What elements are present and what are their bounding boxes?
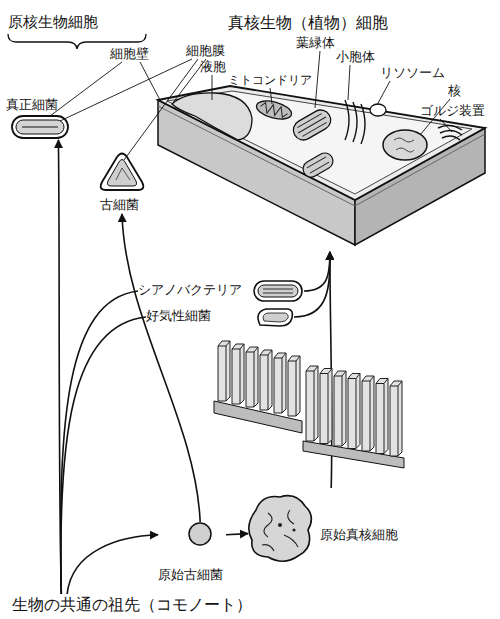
folded-membrane-illustration (320, 369, 332, 444)
aerobic-bacteria-node: 好気性細菌 (146, 306, 294, 328)
plant-cell-illustration (255, 98, 294, 123)
node-label: シアノバクテリア (138, 283, 242, 298)
folded-membrane-illustration (306, 366, 318, 441)
plant-cell-illustration (370, 104, 386, 116)
folded-membrane-illustration (214, 341, 404, 468)
folded-membrane-illustration (348, 374, 360, 449)
part-name: 細胞壁 (110, 47, 149, 62)
folded-membrane-illustration (218, 341, 230, 401)
cyanobacteria-illustration (254, 281, 302, 301)
plant-cell-illustration (255, 98, 294, 123)
lineage-arrow (122, 214, 200, 522)
eubacteria-illustration (12, 116, 68, 138)
folded-membrane-illustration (260, 350, 272, 410)
part-name: 小胞体 (336, 50, 375, 65)
leader-lines (124, 59, 198, 160)
primitive-eukaryote-illustration (249, 496, 312, 562)
eubacteria-illustration (22, 126, 58, 128)
plant-cell-illustration (290, 106, 335, 143)
part-name: ミトコンドリア (228, 74, 312, 88)
lineage-arrow (330, 252, 332, 488)
cyanobacteria-illustration (254, 281, 302, 301)
folded-membrane-illustration (246, 347, 258, 407)
folded-membrane-illustration (288, 356, 300, 416)
lineage-arrow (67, 535, 158, 594)
leader-lines (140, 62, 160, 100)
node-label: 生物の共通の祖先（コモノート） (12, 596, 252, 614)
plant-cell-illustration (300, 150, 336, 180)
leader-lines (212, 75, 213, 100)
node-label: 真核生物（植物）細胞 (228, 14, 388, 32)
archaea-illustration (101, 154, 144, 191)
part-name: ゴルジ装置 (420, 104, 485, 119)
folded-membrane-illustration (376, 379, 388, 454)
cyanobacteria-illustration (263, 289, 293, 293)
leader-lines (50, 51, 452, 160)
folded-membrane-illustration (232, 344, 244, 404)
lineage-arrow (61, 291, 138, 594)
node-label: 好気性細菌 (146, 309, 211, 324)
plant-cell-illustration (158, 86, 485, 245)
plant-cell-illustration (307, 157, 329, 173)
lineage-arrow (226, 534, 248, 535)
primitive-eukaryote-illustration (278, 523, 282, 527)
aerobic-bacterium-illustration (258, 309, 293, 326)
leader-lines (348, 65, 350, 100)
aerobic-bacterium-illustration (263, 313, 288, 322)
eubacteria-illustration (16, 120, 64, 134)
lineage-arrow (294, 252, 330, 317)
leader-lines (270, 88, 272, 104)
leader-lines (60, 59, 192, 121)
folded-membrane-illustration (362, 376, 374, 451)
primitive-archaea-node: 原始古細菌 (158, 522, 226, 586)
lineage-arrow (304, 252, 330, 291)
plant-cell-illustration (158, 86, 485, 200)
plant-cell-illustration (290, 106, 335, 143)
part-name: 葉緑体 (296, 36, 335, 51)
node-label: 真正細菌 (6, 98, 58, 113)
primitive-eukaryote-illustration (292, 528, 295, 531)
leader-lines (315, 51, 320, 108)
part-name: 液胞 (200, 60, 226, 75)
archaea-illustration (101, 154, 144, 191)
leader-lines (377, 81, 390, 105)
cyanobacteria-node: シアノバクテリア (138, 280, 304, 302)
part-name: 細胞膜 (186, 44, 225, 59)
plant-cell-illustration (345, 100, 365, 144)
archaea-illustration (107, 160, 136, 187)
node-label: 原始真核細胞 (320, 528, 398, 543)
leader-lines (50, 62, 122, 116)
lineage-arrow (61, 317, 146, 594)
plant-cell-illustration (438, 125, 462, 140)
leader-lines (440, 119, 452, 132)
eubacteria-illustration (12, 116, 68, 138)
plant-cell-illustration (296, 113, 329, 138)
plant-cell-illustration (300, 150, 336, 180)
plant-cell-illustration (394, 138, 414, 152)
primitive-eukaryote-node: 原始真核細胞 (248, 488, 408, 564)
folded-membrane-illustration (390, 381, 402, 456)
plant-cell-illustration (259, 102, 289, 119)
eubacteria-node: 真正細菌 (4, 98, 72, 140)
common-ancestor-node: 生物の共通の祖先（コモノート） (12, 594, 302, 616)
group-heading: 原核生物細胞 (8, 14, 98, 31)
part-name: 核 (448, 84, 461, 99)
cyanobacteria-illustration (258, 285, 298, 297)
primitive-eukaryote-illustration (262, 510, 298, 551)
archaea-illustration (116, 168, 130, 180)
node-label: 古細菌 (100, 198, 139, 213)
archaea-node: 古細菌 (96, 150, 148, 214)
node-label: 原始古細菌 (158, 568, 223, 583)
folded-membrane-illustration (274, 353, 286, 413)
aerobic-bacterium-illustration (258, 309, 293, 326)
part-name: リソソーム (380, 66, 445, 81)
primitive-archaea-cell (189, 523, 211, 545)
primitive-eukaryote-illustration (249, 496, 312, 562)
folded-membrane-illustration (334, 371, 346, 446)
